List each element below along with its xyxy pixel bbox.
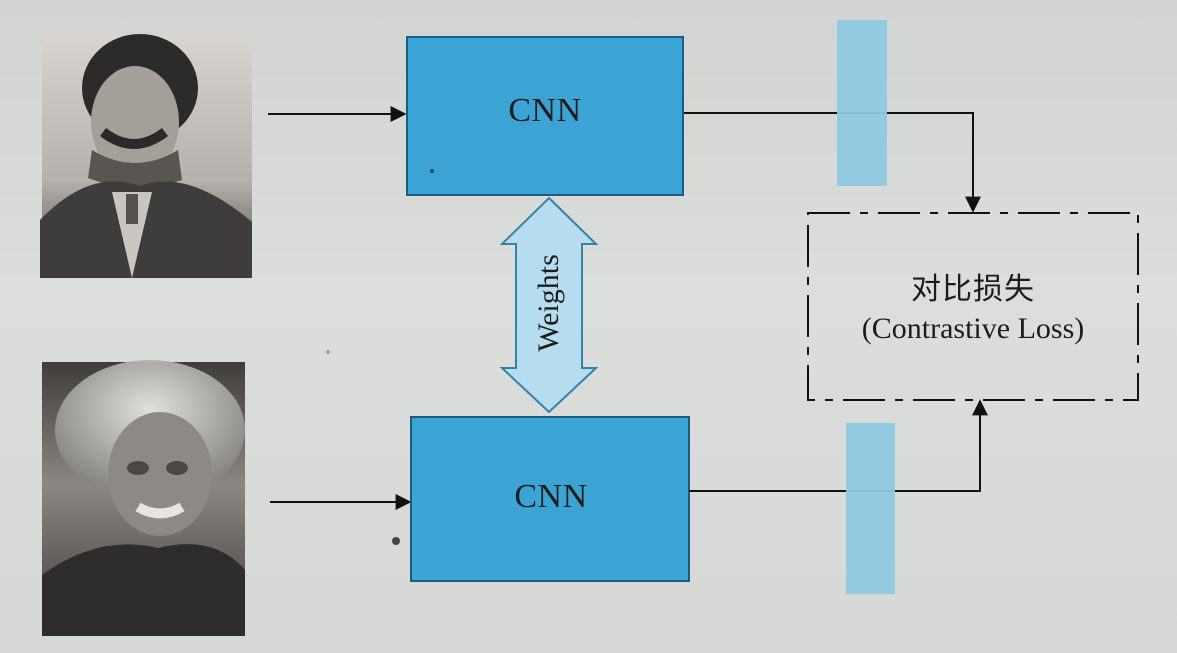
bottom-embedding-bar xyxy=(846,423,895,594)
contrastive-loss-subtitle: (Contrastive Loss) xyxy=(861,312,1085,345)
top-cnn-label: CNN xyxy=(508,92,582,129)
contrastive-loss-box xyxy=(807,212,1139,401)
weights-label: Weights xyxy=(532,254,565,352)
bottom-portrait-image xyxy=(42,360,245,636)
weights-double-arrow-icon xyxy=(499,196,599,414)
top-portrait-image xyxy=(40,34,252,278)
top-output-connector xyxy=(684,112,981,213)
bottom-cnn-block xyxy=(410,416,690,582)
contrastive-loss-title: 对比损失 xyxy=(911,272,1035,307)
bottom-cnn-label: CNN xyxy=(514,478,588,515)
top-embedding-bar xyxy=(837,20,887,186)
bottom-output-connector xyxy=(689,399,988,492)
top-cnn-block xyxy=(406,36,684,196)
